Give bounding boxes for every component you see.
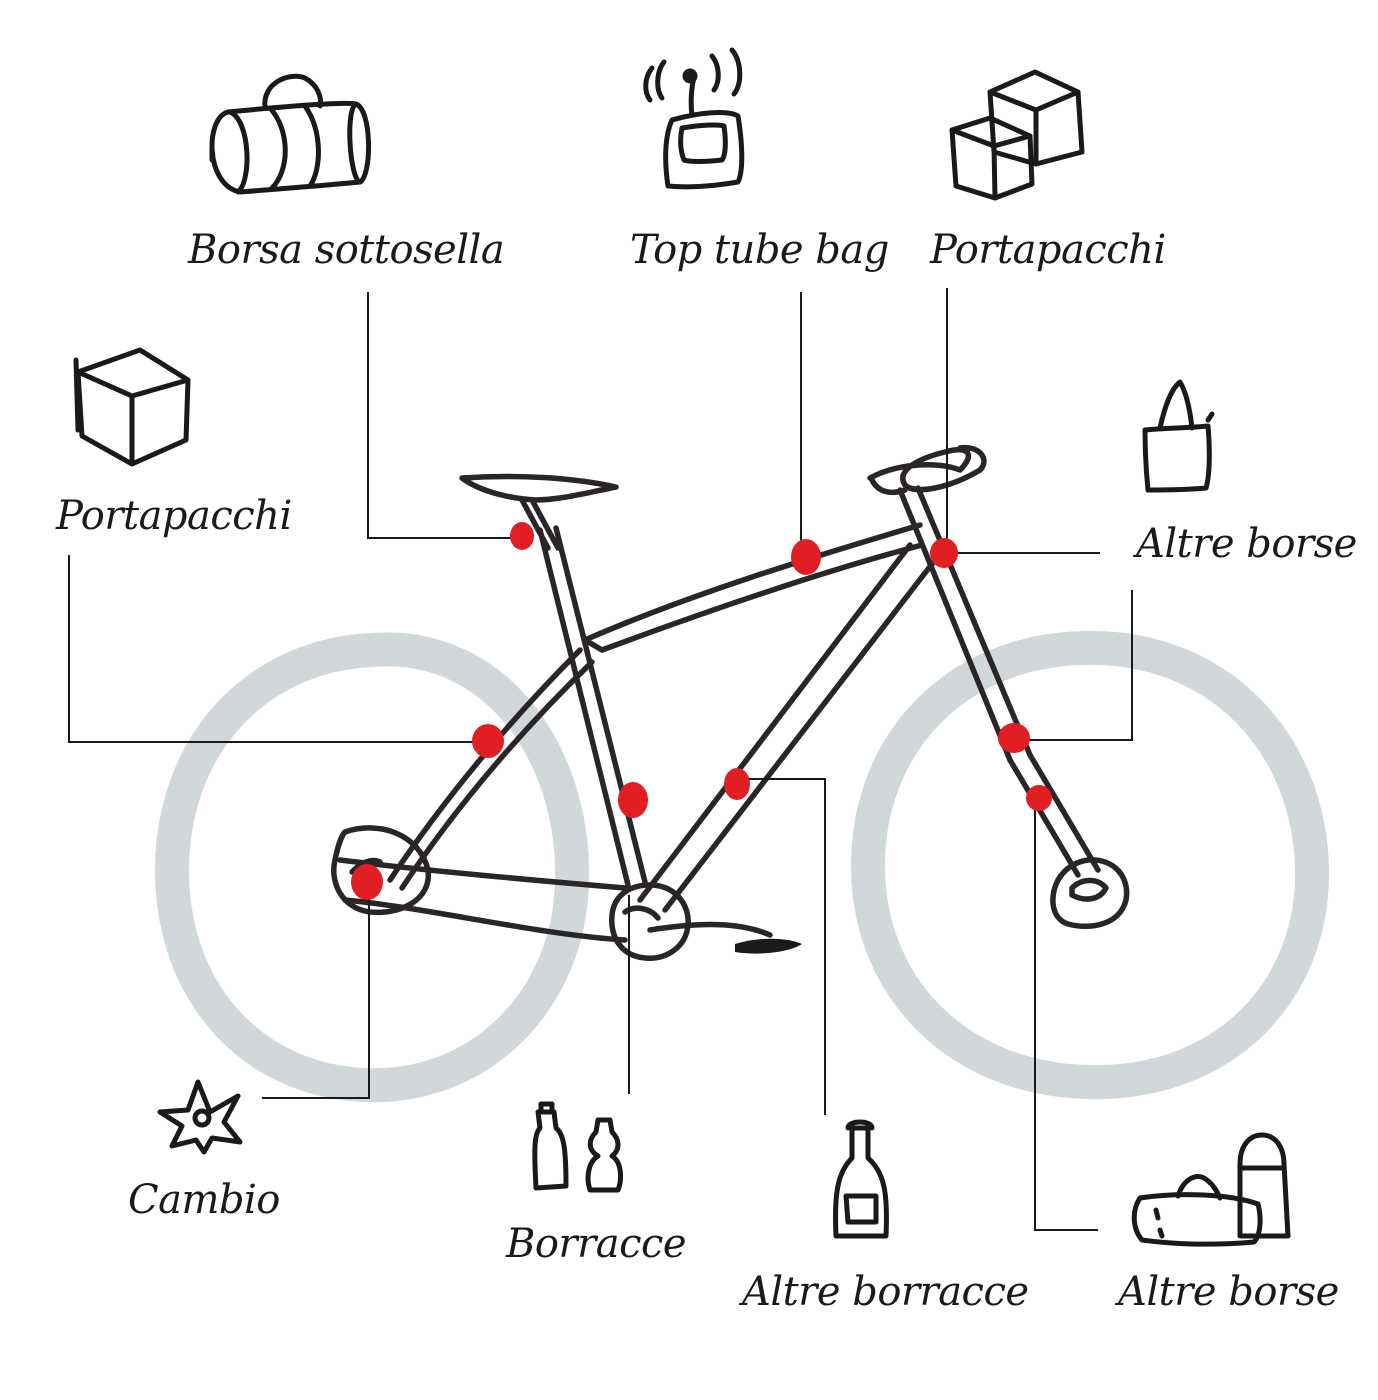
mount-point-fork-lower <box>1026 785 1052 811</box>
label-altre-borracce: Altre borracce <box>742 1269 1029 1315</box>
wine-bottle-icon <box>833 1119 889 1239</box>
mount-point-rear-dropout <box>351 864 383 900</box>
label-borsa-sottosella: Borsa sottosella <box>188 227 505 273</box>
mount-point-seat-stay <box>472 724 504 758</box>
box-icon <box>73 347 191 467</box>
mount-point-head-tube <box>930 538 958 568</box>
mount-point-top-tube <box>791 539 821 575</box>
label-top-tube-bag: Top tube bag <box>630 227 889 273</box>
leader-borsa-sottosella <box>367 292 520 539</box>
front-wheel <box>850 630 1330 1100</box>
phone-bag-icon <box>643 47 745 190</box>
label-portapacchi-left: Portapacchi <box>56 493 292 539</box>
leader-cambio <box>262 882 370 1099</box>
tote-bag-icon <box>1142 379 1215 493</box>
leader-altre-borse-bottom <box>1034 800 1098 1231</box>
mount-point-seatpost <box>510 522 534 550</box>
bags-icon <box>1131 1132 1291 1247</box>
stacked-boxes-icon <box>949 69 1085 201</box>
leader-altre-borracce <box>737 778 826 1115</box>
leader-altre-borse-right <box>1015 590 1133 741</box>
label-altre-borse-bottom: Altre borse <box>1118 1269 1339 1315</box>
bike-frame <box>331 444 1130 961</box>
leader-portapacchi-left <box>68 555 488 743</box>
mount-point-fork-upper <box>998 723 1030 753</box>
mount-point-seat-tube <box>618 782 648 818</box>
mount-points <box>351 522 1052 900</box>
leader-lines <box>68 288 1133 1231</box>
label-portapacchi-top: Portapacchi <box>930 227 1166 273</box>
rear-wheel <box>154 632 590 1103</box>
gear-star-icon <box>157 1079 243 1155</box>
label-cambio: Cambio <box>128 1177 280 1223</box>
label-altre-borse-right: Altre borse <box>1136 521 1357 567</box>
bottles-icon <box>532 1101 623 1193</box>
label-borracce: Borracce <box>506 1221 687 1267</box>
duffel-bag-icon <box>209 73 371 195</box>
mount-point-down-tube <box>724 768 750 800</box>
